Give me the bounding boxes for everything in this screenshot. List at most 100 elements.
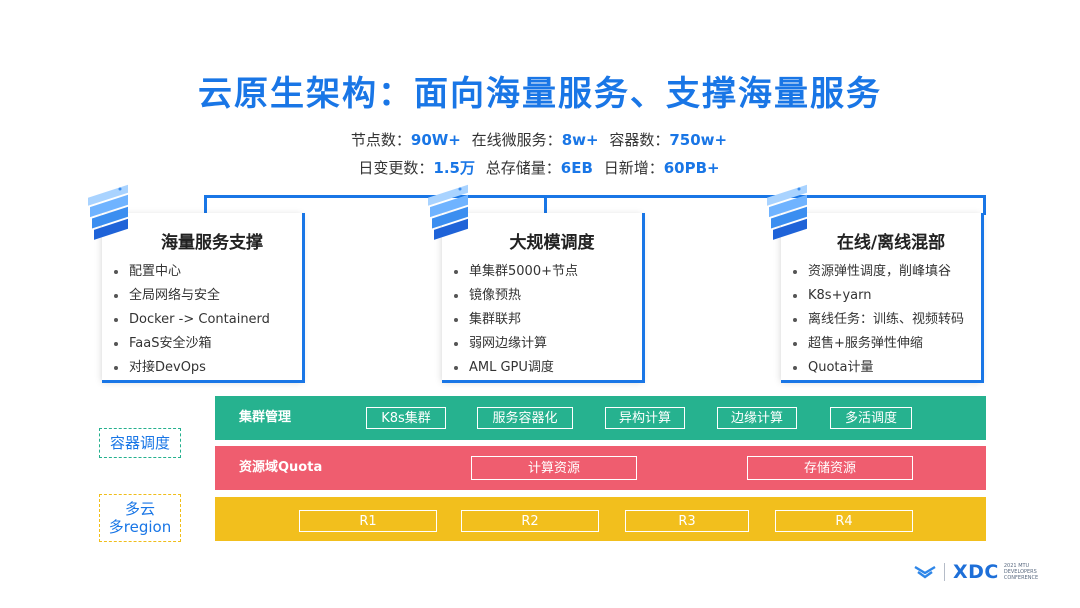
connector-drop [544,195,547,215]
list-item-text: 全局网络与安全 [129,288,221,303]
band-label: 集群管理 [239,410,292,425]
bullet-icon [454,293,458,298]
list-item-text: Docker -> Containerd [129,312,270,327]
xdc-logo: XDC 2021 MTU DEVELOPERS CONFERENCE [914,561,1038,583]
stat-value: 1.5万 [433,159,475,177]
chip-storage-resources: 存储资源 [747,456,913,480]
bullet-icon [793,293,797,298]
list-item-text: Quota计量 [808,360,874,375]
card-title: 在线/离线混部 [836,233,946,253]
chip-region: R4 [775,510,913,532]
bullet-icon [793,269,797,274]
card-accent [302,213,305,383]
stack-layers-icon [767,184,807,240]
list-item: 资源弹性调度，削峰填谷 [793,260,964,284]
logo-text: XDC [953,561,999,583]
chip-region: R2 [461,510,599,532]
stat-value: 750w+ [669,131,728,149]
list-item-text: K8s+yarn [808,288,872,303]
card-list: 单集群5000+节点 镜像预热 集群联邦 弱网边缘计算 AML GPU调度 [454,260,578,380]
list-item-text: 对接DevOps [129,360,206,375]
stat-value: 8w+ [561,131,599,149]
chip-edge-compute: 边缘计算 [717,407,797,429]
list-item-text: 配置中心 [129,264,182,279]
bullet-icon [114,317,118,322]
list-item: 配置中心 [114,260,270,284]
chip-compute-resources: 计算资源 [471,456,637,480]
bullet-icon [793,365,797,370]
chip-region: R3 [625,510,749,532]
logo-subtext: 2021 MTU DEVELOPERS CONFERENCE [1004,563,1038,581]
card-online-offline-mix: 在线/离线混部 资源弹性调度，削峰填谷 K8s+yarn 离线任务：训练、视频转… [781,213,984,383]
bullet-icon [793,317,797,322]
list-item: K8s+yarn [793,284,964,308]
list-item-text: 离线任务：训练、视频转码 [808,312,965,327]
card-title: 海量服务支撑 [161,233,263,253]
xdc-logo-icon [914,565,936,579]
connector-drop [983,195,986,215]
resource-quota-band: 资源域Quota 计算资源 存储资源 [215,446,986,490]
list-item: FaaS安全沙箱 [114,332,270,356]
stat-label: 总存储量： [485,159,561,177]
list-item: 超售+服务弹性伸缩 [793,332,964,356]
stat-label: 日新增： [603,159,664,177]
container-scheduling-label: 容器调度 [99,428,181,458]
list-item: Quota计量 [793,356,964,380]
stats-row-2: 日变更数：1.5万 总存储量：6EB 日新增：60PB+ [0,157,1080,178]
card-list: 资源弹性调度，削峰填谷 K8s+yarn 离线任务：训练、视频转码 超售+服务弹… [793,260,964,380]
list-item-text: AML GPU调度 [469,360,554,375]
list-item: 对接DevOps [114,356,270,380]
cluster-management-band: 集群管理 K8s集群 服务容器化 异构计算 边缘计算 多活调度 [215,396,986,440]
multicloud-label: 多云 多region [99,494,181,542]
multicloud-label-line: 多region [108,518,172,536]
logo-subtext-line: 2021 MTU [1003,563,1030,569]
list-item: 镜像预热 [454,284,578,308]
stack-layers-icon [428,184,468,240]
bullet-icon [793,341,797,346]
card-massive-service: 海量服务支撑 配置中心 全局网络与安全 Docker -> Containerd… [102,213,305,383]
connector-line [204,195,986,198]
stat-value: 60PB+ [663,159,720,177]
region-band: R1 R2 R3 R4 [215,497,986,541]
list-item: 弱网边缘计算 [454,332,578,356]
stat-label: 容器数： [609,131,670,149]
bullet-icon [454,317,458,322]
stat-value: 6EB [560,159,593,177]
list-item: 集群联邦 [454,308,578,332]
logo-subtext-line: CONFERENCE [1003,575,1039,581]
bullet-icon [454,365,458,370]
page-title: 云原生架构：面向海量服务、支撑海量服务 [198,74,882,114]
bullet-icon [454,341,458,346]
card-large-scale-scheduling: 大规模调度 单集群5000+节点 镜像预热 集群联邦 弱网边缘计算 AML GP… [442,213,645,383]
bullet-icon [114,341,118,346]
chip-active-active-scheduling: 多活调度 [830,407,912,429]
chip-region: R1 [299,510,437,532]
card-accent [642,213,645,383]
card-title: 大规模调度 [509,233,595,253]
chip-service-containerization: 服务容器化 [477,407,573,429]
list-item: 离线任务：训练、视频转码 [793,308,964,332]
chip-heterogeneous-compute: 异构计算 [605,407,685,429]
list-item: AML GPU调度 [454,356,578,380]
list-item: 单集群5000+节点 [454,260,578,284]
list-item: 全局网络与安全 [114,284,270,308]
list-item-text: 镜像预热 [469,288,522,303]
band-label: 资源域Quota [239,460,323,475]
card-accent [442,380,645,383]
logo-divider [944,563,945,581]
card-list: 配置中心 全局网络与安全 Docker -> Containerd FaaS安全… [114,260,270,380]
multicloud-label-line: 多云 [124,500,155,518]
card-accent [981,213,984,383]
list-item-text: 资源弹性调度，削峰填谷 [808,264,952,279]
list-item-text: FaaS安全沙箱 [129,336,212,351]
stack-layers-icon [88,184,128,240]
stat-label: 在线微服务： [471,131,562,149]
bullet-icon [454,269,458,274]
stat-label: 节点数： [350,131,411,149]
list-item-text: 弱网边缘计算 [469,336,548,351]
connector-drop [204,195,207,215]
stat-value: 90W+ [410,131,461,149]
chip-k8s-cluster: K8s集群 [366,407,446,429]
card-accent [781,380,984,383]
stat-label: 日变更数： [358,159,434,177]
